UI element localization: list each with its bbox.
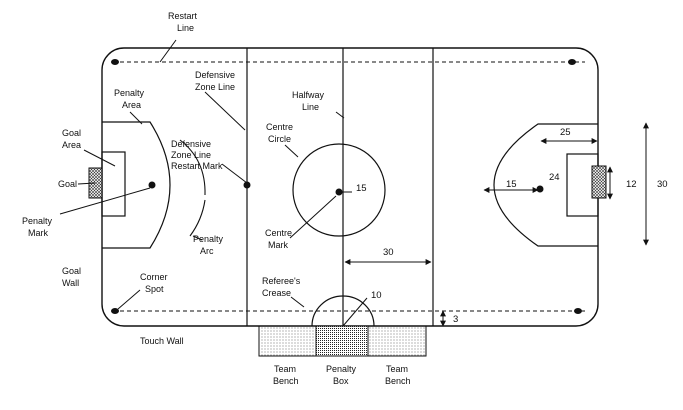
- dim-penalty-mark-distance: 24: [549, 172, 560, 183]
- team-bench-right-label: Bench: [385, 376, 411, 386]
- restart-mark-pointer: [221, 163, 248, 184]
- centre-mark-pointer: [289, 195, 337, 239]
- goal-label: Goal: [58, 179, 77, 189]
- goal-right: [591, 165, 607, 199]
- defensive-zone-line-label: Defensive: [195, 70, 235, 80]
- penalty-mark-label: Mark: [28, 228, 48, 238]
- penalty-area-pointer: [129, 111, 143, 125]
- penalty-area-right: [493, 123, 598, 247]
- restart-mark-label: Defensive: [171, 139, 211, 149]
- restart-line-label: Restart: [168, 11, 198, 21]
- team-bench-right-label: Team: [386, 364, 408, 374]
- penalty-arc-left: [179, 139, 206, 196]
- goal-area-label: Area: [62, 140, 81, 150]
- dim-half-length: 30: [383, 247, 394, 258]
- centre-circle-label: Centre: [266, 122, 293, 132]
- centre-mark-label: Centre: [265, 228, 292, 238]
- referees-crease-pointer: [290, 296, 305, 308]
- referees-crease-label: Crease: [262, 288, 291, 298]
- team-bench-left-label: Team: [274, 364, 296, 374]
- penalty-area-left: [102, 121, 171, 249]
- dim-restart-offset: 3: [453, 314, 458, 325]
- centre-circle-label: Circle: [268, 134, 291, 144]
- dim-goal-area-width: 12: [626, 179, 637, 190]
- penalty-arc-pointer: [192, 235, 203, 241]
- defensive-zone-restart-mark: [243, 181, 251, 189]
- touch-wall-label: Touch Wall: [140, 336, 184, 346]
- corner-spot: [111, 59, 119, 65]
- corner-spot-pointer: [117, 289, 141, 310]
- halfway-line-label: Line: [302, 102, 319, 112]
- corner-spot-label: Corner: [140, 272, 168, 282]
- penalty-box-label: Box: [333, 376, 349, 386]
- restart-mark-label: Zone Line: [171, 150, 211, 160]
- restart-line-label: Line: [177, 23, 194, 33]
- centre-circle-pointer: [284, 144, 299, 158]
- penalty-box: [315, 325, 369, 357]
- dim-penalty-arc-radius: 15: [506, 179, 517, 190]
- centre-mark-label: Mark: [268, 240, 288, 250]
- team-bench-right: [367, 325, 427, 357]
- penalty-arc-left: [189, 199, 206, 237]
- penalty-mark-label: Penalty: [22, 216, 53, 226]
- goal-wall-label: Goal: [62, 266, 81, 276]
- defensive-zone-line-pointer: [204, 91, 246, 131]
- goal-pointer: [77, 182, 96, 185]
- penalty-area-label: Penalty: [114, 88, 145, 98]
- centre-circle: [292, 143, 386, 237]
- goal-wall-label: Wall: [62, 278, 79, 288]
- penalty-mark-left: [148, 181, 156, 189]
- dim-field-width: 30: [657, 179, 668, 190]
- referees-crease: [311, 295, 375, 327]
- goal-area-pointer: [83, 149, 116, 167]
- penalty-arc-label: Arc: [200, 246, 214, 256]
- halfway-line-label: Halfway: [292, 90, 325, 100]
- field-boundary-wall: [101, 47, 599, 327]
- penalty-mark-pointer: [59, 187, 151, 215]
- corner-spot: [111, 308, 119, 314]
- corner-spot: [574, 308, 582, 314]
- penalty-box-label: Penalty: [326, 364, 357, 374]
- halfway-line-pointer: [335, 111, 345, 119]
- restart-line-pointer: [159, 39, 177, 63]
- dim-penalty-area-depth: 25: [560, 127, 571, 138]
- dim-crease-radius-line: [342, 297, 368, 327]
- corner-spot: [568, 59, 576, 65]
- defensive-zone-line-label: Zone Line: [195, 82, 235, 92]
- penalty-mark-right: [536, 185, 544, 193]
- dim-crease-radius: 10: [371, 290, 382, 301]
- dim-centre-circle-radius: 15: [356, 183, 367, 194]
- team-bench-left-label: Bench: [273, 376, 299, 386]
- corner-spot-label: Spot: [145, 284, 164, 294]
- referees-crease-label: Referee's: [262, 276, 301, 286]
- penalty-arc-label: Penalty: [193, 234, 224, 244]
- restart-mark-label: Restart Mark: [171, 161, 223, 171]
- penalty-area-label: Area: [122, 100, 141, 110]
- goal-area-label: Goal: [62, 128, 81, 138]
- team-bench-left: [258, 325, 317, 357]
